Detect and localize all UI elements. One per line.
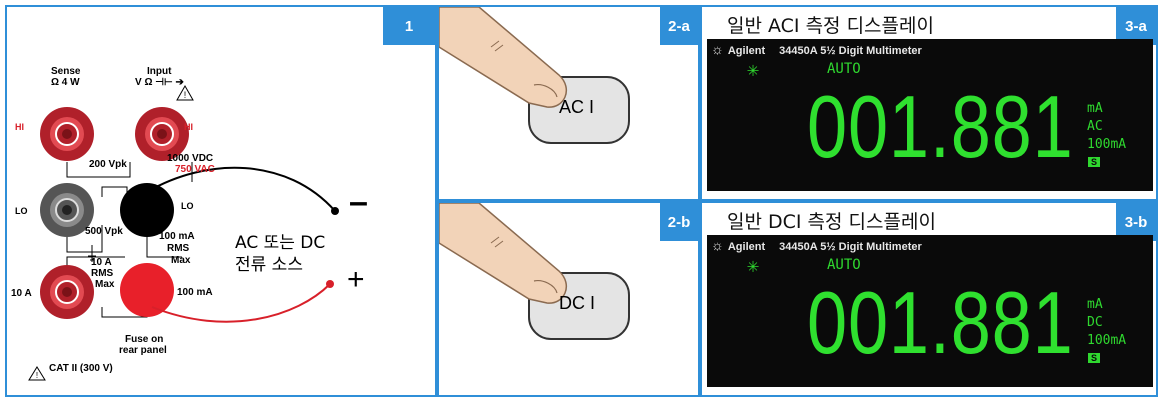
display-heading: 일반 ACI 측정 디스플레이 [727,15,934,37]
lcd-display: ☼Agilent 34450A 5½ Digit Multimeter ✳ AUT… [707,235,1153,387]
lcd-range-label: 100mA [1087,333,1127,348]
terminal-diagram: ! ! [28,84,339,381]
plus-sign: + [347,263,365,296]
sense-lo-jack [40,183,94,237]
step-tag-2a: 2-a [660,7,698,45]
black-test-lead [146,166,336,212]
lcd-range-label: 100mA [1087,137,1127,152]
input-label: Input [147,66,172,77]
aci-key-label: AC I [559,97,595,117]
lcd-star-icon: ✳ [747,57,760,81]
cat-label: CAT II (300 V) [49,363,113,374]
current-source-label-2: 전류 소스 [235,255,303,275]
svg-text:!: ! [184,90,187,100]
max-label-1: Max [171,255,191,266]
brand-label: Agilent [727,45,766,57]
red-test-lead [151,283,331,323]
cat-warning-icon [28,366,46,381]
warning-icon [176,84,194,101]
press-key-illustration [439,7,630,144]
10a-jack-label: 10 A [11,288,32,299]
lcd-auto-label: AUTO [827,257,861,273]
100ma-jack [120,263,174,317]
1000vdc-label: 1000 VDC [167,153,214,164]
lcd-s-badge: S [1088,353,1100,363]
svg-text:!: ! [36,371,38,380]
lcd-auto-label: AUTO [827,61,861,77]
step-tag-1: 1 [383,7,435,45]
500vpk-label: 500 Vpk [85,226,123,237]
200vpk-label: 200 Vpk [89,159,127,170]
lcd-unit-label: mA [1087,101,1103,116]
minus-sign: – [349,183,368,221]
lcd-reading: 001.881 [807,273,1074,372]
step-tag-2b: 2-b [660,203,698,241]
sun-icon: ☼ [711,41,724,57]
lcd-display: ☼Agilent 34450A 5½ Digit Multimeter ✳ AUT… [707,39,1153,191]
lcd-mode-label: DC [1087,315,1103,330]
step-tag-3b: 3-b [1116,203,1156,241]
lo-right-label: LO [181,201,194,211]
max-label-2: Max [95,279,115,290]
current-source-label-1: AC 또는 DC [235,233,326,253]
step-3a-panel: 3-a 일반 ACI 측정 디스플레이 ☼Agilent 34450A 5½ Di… [700,5,1158,201]
rms-label-1: RMS [167,243,190,254]
10a-rms-label: 10 A [91,257,112,268]
lcd-mode-label: AC [1087,119,1103,134]
sense-hi-jack [40,107,94,161]
lcd-header: ☼Agilent 34450A 5½ Digit Multimeter [711,237,922,253]
hi-left-label: HI [15,122,24,132]
lcd-header: ☼Agilent 34450A 5½ Digit Multimeter [711,41,922,57]
10a-jack [40,265,94,319]
step-tag-3a: 3-a [1116,7,1156,45]
model-label: 34450A 5½ Digit Multimeter [779,241,922,253]
input-sub-label: V Ω ⊣⊢ ➔ [135,77,184,88]
lcd-unit-label: mA [1087,297,1103,312]
lo-left-label: LO [15,206,28,216]
hi-right-label: HI [184,122,193,132]
sun-icon: ☼ [711,237,724,253]
100ma-rms-label: 100 mA [159,231,195,242]
100ma-jack-label: 100 mA [177,287,213,298]
lcd-s-badge: S [1088,157,1100,167]
press-key-illustration [439,203,630,340]
lcd-reading: 001.881 [807,77,1074,176]
750vac-label: 750 VAC [175,164,215,175]
brand-label: Agilent [727,241,766,253]
lcd-star-icon: ✳ [747,253,760,277]
step-3b-panel: 3-b 일반 DCI 측정 디스플레이 ☼Agilent 34450A 5½ Di… [700,201,1158,397]
finger-icon [439,7,568,108]
finger-icon [439,203,568,304]
model-label: 34450A 5½ Digit Multimeter [779,45,922,57]
fuse-label-1: Fuse on [125,334,164,345]
fuse-label-2: rear panel [119,345,167,356]
input-hi-jack [135,107,189,161]
sense-sub-label: Ω 4 W [51,77,80,88]
dci-key-label: DC I [559,293,595,313]
step-2a-panel: 2-a AC I [437,5,700,201]
sense-label: Sense [51,66,81,77]
display-heading: 일반 DCI 측정 디스플레이 [727,211,936,233]
input-lo-jack [120,183,174,237]
terminal-diagram-panel: 1 [5,5,437,397]
step-2b-panel: 2-b DC I [437,201,700,397]
rms-label-2: RMS [91,268,114,279]
